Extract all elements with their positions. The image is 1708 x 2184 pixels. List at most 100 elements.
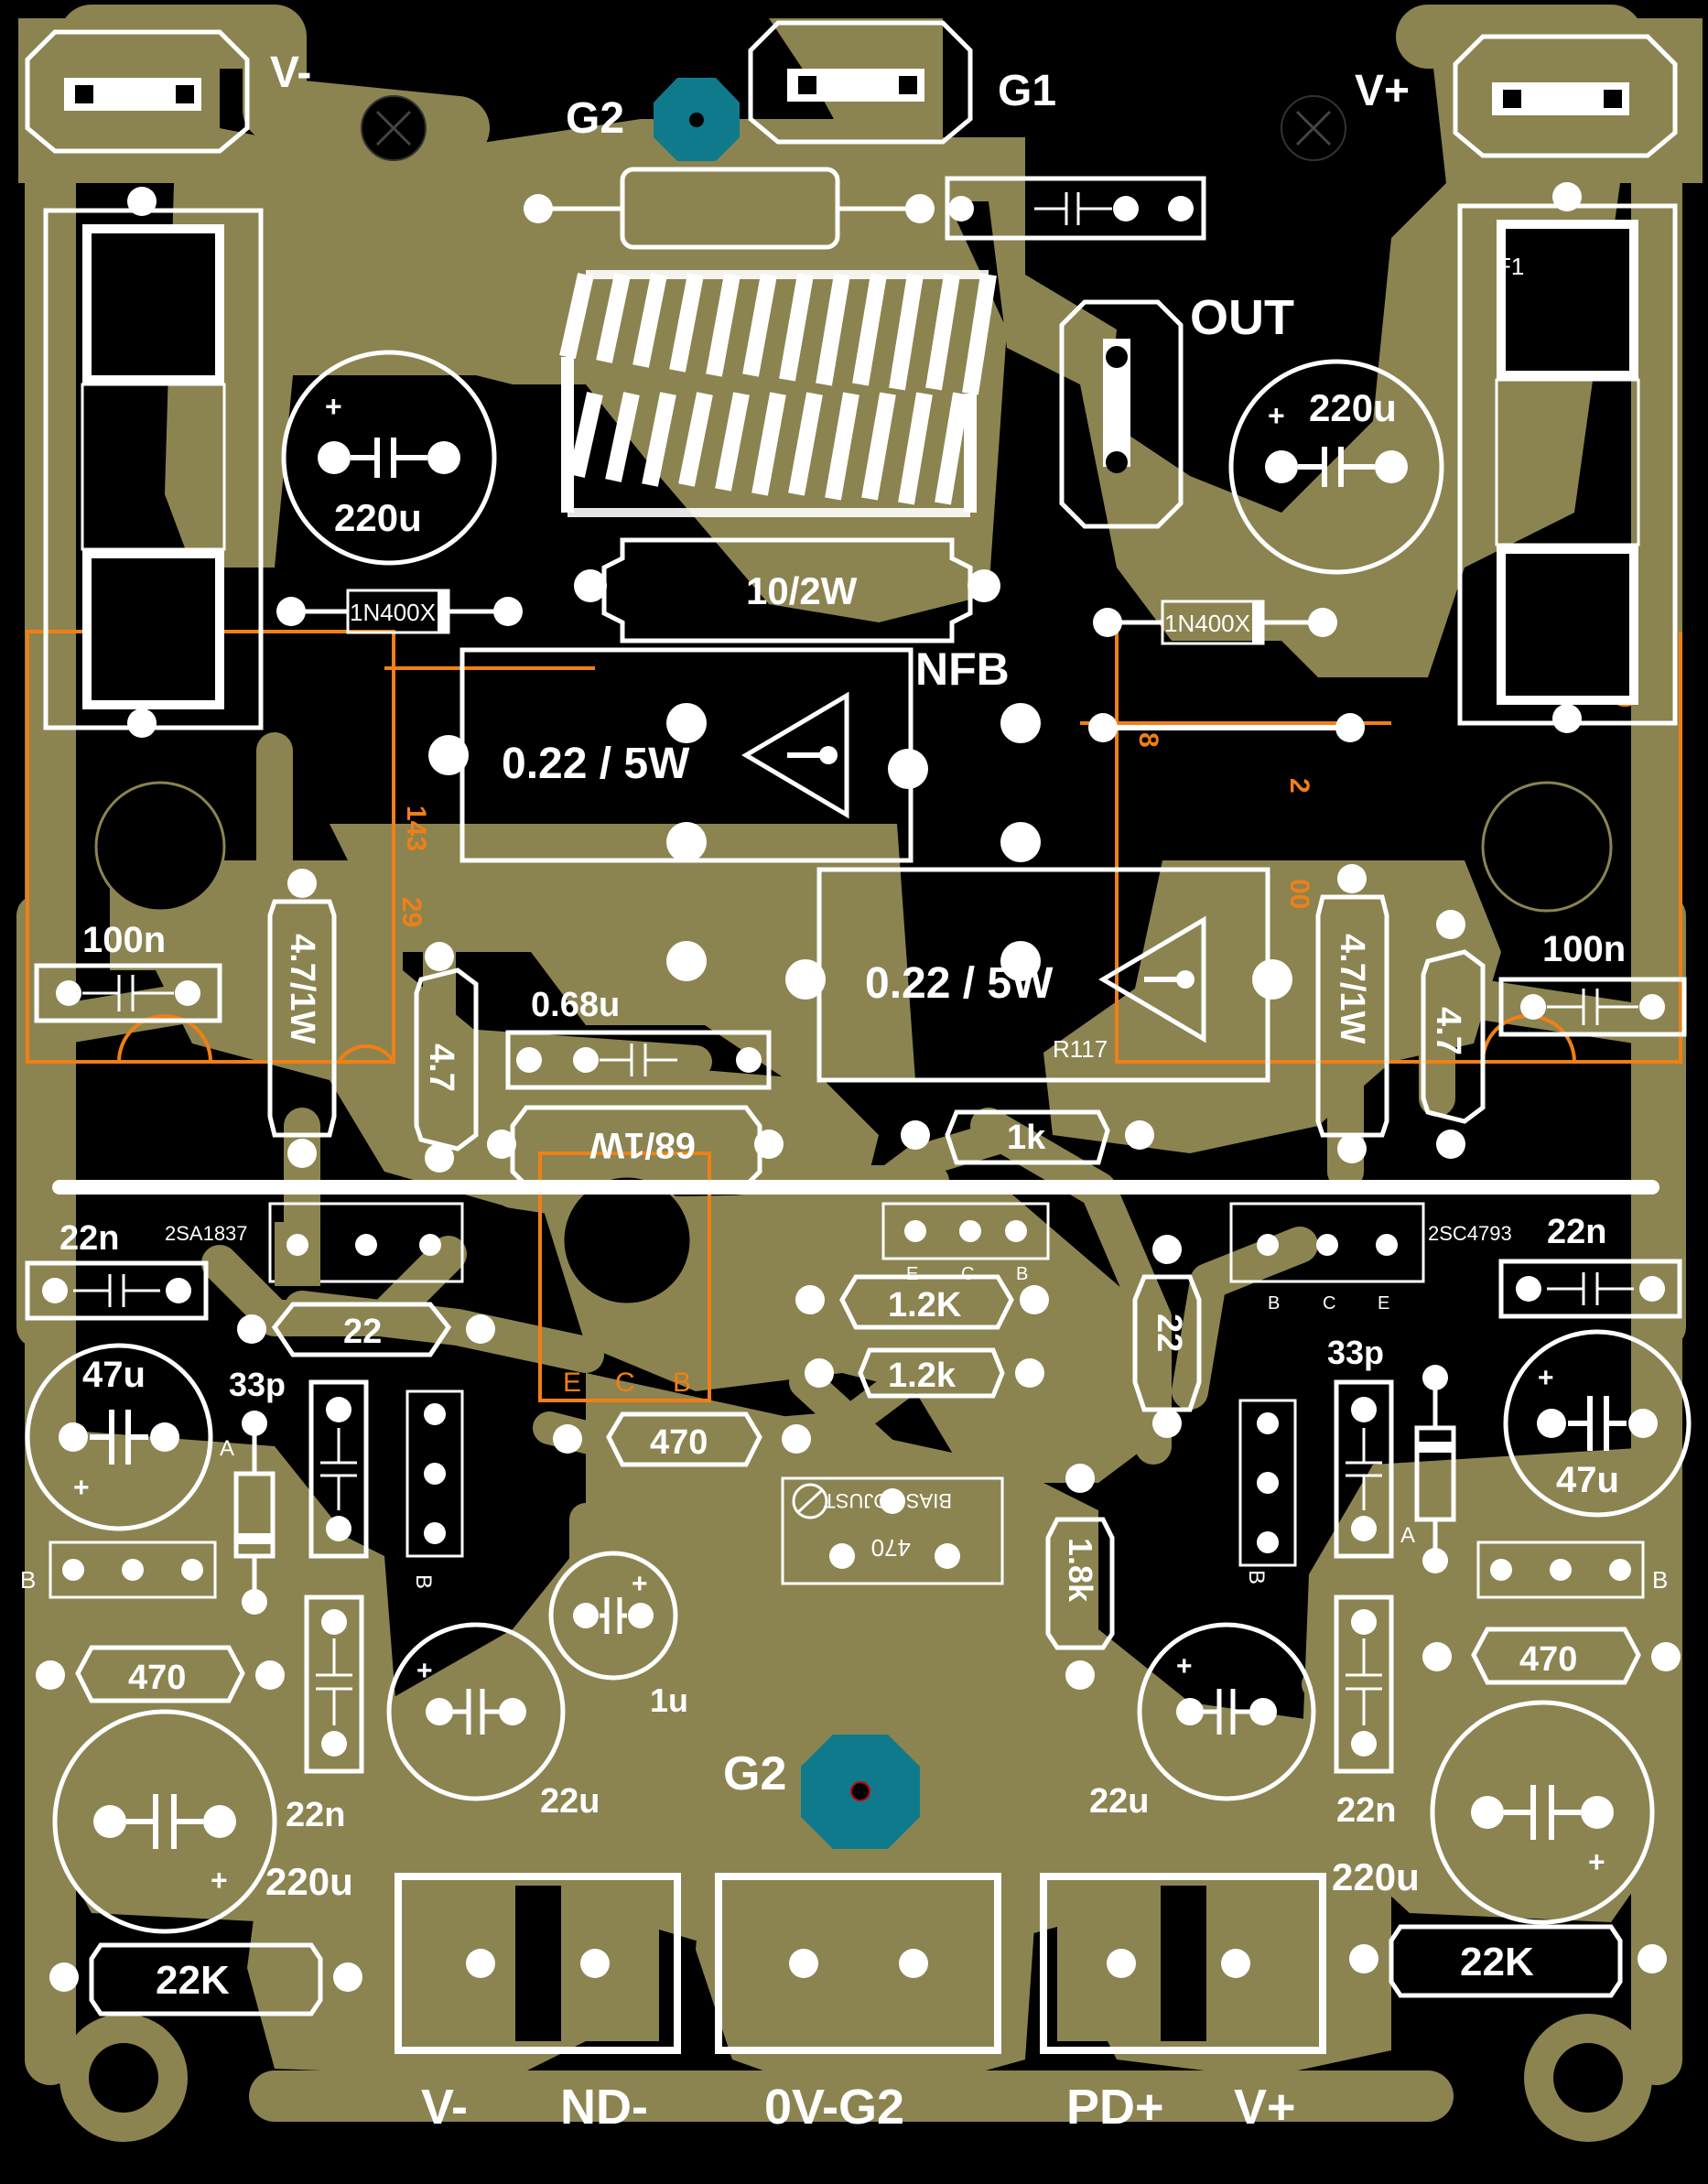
label-res-470-left: 470 [128,1659,186,1697]
label-cap-220u-left: 220u [334,496,422,539]
label-bottom-0v-g2: 0V-G2 [764,2080,904,2135]
resistor-22k-right: 22K [1349,1924,1667,1998]
capacitor-22u-left: + 22u [386,1622,600,1821]
pin-b-right-horz: B [1652,1566,1668,1594]
label-cap-100n-right: 100n [1542,929,1626,969]
bottom-connector-labels: V- ND- 0V-G2 PD+ V+ [421,2080,1296,2135]
resistor-022-upper: 0.22 / 5W [428,647,928,863]
resistor-47-left: 4.7 [414,942,479,1173]
resistor-12k-b: 1.2k [805,1347,1044,1399]
heatsink-hole-center [561,1174,693,1306]
label-cap-100n-left: 100n [82,920,166,960]
svg-text:B: B [1016,1264,1028,1284]
terminal-block-left [395,1873,681,2054]
via-g2-bottom: G2 [723,1735,920,1849]
resistor-022-lower: 0.22 / 5W R117 [666,867,1292,1083]
label-diode-left: 1N400X [350,599,436,626]
label-bottom-v-plus: V+ [1234,2080,1296,2135]
resistor-22-horizontal: 22 [237,1302,495,1357]
resistor-47-1w-left: 4.7/1W [267,869,337,1168]
label-res-12k-a: 1.2K [888,1286,962,1324]
transistor-2sc4793: 2SC4793 B C E [1229,1202,1512,1314]
capacitor-1u: + 1u [548,1551,688,1719]
diode-small-left: A [220,1411,276,1615]
label-res-47-1w-left: 4.7/1W [283,934,321,1044]
label-cap-220u-right: 220u [1309,386,1397,429]
transistor-small-right-horizontal: B [1476,1541,1668,1599]
pin-c-right: C [1323,1293,1335,1314]
label-res-10-2w: 10/2W [746,569,858,612]
svg-text:+: + [416,1656,433,1686]
label-trans-left: 2SA1837 [165,1222,248,1245]
resistor-22k-left: 22K [49,1942,362,2016]
mount-hole-cross-icon [1295,110,1332,146]
label-res-022-upper: 0.22 / 5W [502,740,690,788]
edge-label-00: 00 [1284,879,1314,909]
label-cap-47u-left: 47u [82,1355,146,1395]
label-cap-22u-left: 22u [540,1782,600,1821]
fuse-holder-left [43,187,264,738]
trimmer-knob-icon[interactable] [792,1483,828,1519]
label-cap-33p-right: 33p [1327,1334,1384,1371]
label-cap-47u-right: 47u [1556,1460,1619,1500]
connector-v-minus: V- [25,29,311,154]
capacitor-22n-lower-right: 22n [1334,1595,1396,1830]
diode-1n400x-left: 1N400X [276,589,523,634]
transistor-small-right-vertical: B [1238,1399,1297,1584]
capacitor-068u: 0.68u [505,986,772,1090]
resistor-47-1w-right: 4.7/1W [1315,864,1389,1163]
label-bottom-pd-plus: PD+ [1066,2080,1164,2135]
via-g2-top: G2 [566,78,740,161]
label-r117: R117 [1053,1035,1108,1063]
transistor-small-left-vertical: B [405,1389,464,1589]
label-bias-adjust: BIAS ADJUST [823,1489,952,1512]
label-res-22k-left: 22K [156,1958,230,2003]
svg-text:+: + [211,1864,228,1897]
heatsink-hole-right [1481,781,1613,913]
capacitor-220u-right: + 220u [1228,359,1444,575]
connector-v-plus: V+ [1355,34,1678,158]
mounting-holes [59,95,1652,2142]
pin-e-right: E [1378,1293,1389,1314]
label-cap-22u-right: 22u [1089,1782,1149,1821]
capacitor-47u-right: 47u + [1503,1329,1692,1518]
resistor-1k: 1k [901,1109,1154,1165]
label-res-12k-b: 1.2k [888,1357,957,1395]
label-v-plus: V+ [1355,67,1410,115]
label-bias-value: 470 [871,1534,911,1562]
svg-text:+: + [1538,1363,1554,1393]
diode-small-right: A [1400,1365,1456,1573]
svg-text:E: E [906,1264,918,1284]
label-g2-top: G2 [566,94,624,143]
connector-out: OUT [1059,290,1294,529]
pin-c-center: C [615,1368,635,1398]
label-diode-a-right: A [1400,1523,1415,1548]
svg-text:+: + [632,1569,648,1599]
label-diode-a-left: A [220,1436,234,1461]
capacitor-22u-right: + 22u [1089,1622,1316,1821]
transistor-small-left-horizontal: B [20,1541,217,1599]
label-diode-right: 1N400X [1164,610,1250,637]
label-res-022-lower: 0.22 / 5W [865,959,1054,1008]
capacitor-33p-right: 33p [1327,1334,1394,1559]
label-res-18k: 1.8k [1062,1538,1099,1603]
trimmer-bias-adjust[interactable]: BIAS ADJUST 470 [781,1476,1004,1585]
transistor-2sa1837: 2SA1837 [165,1202,464,1286]
label-res-47-right: 4.7 [1429,1007,1467,1055]
resistor-18k: 1.8k [1045,1464,1115,1690]
terminal-block-right [1040,1873,1326,2054]
resistor-22-vertical: 22 [1132,1235,1202,1438]
capacitor-100n-right: 100n [1498,929,1687,1037]
nfb-pads [1000,703,1365,862]
transistor-bd-center: E C B [881,1202,1050,1284]
edge-label-8: 8 [1133,732,1163,748]
label-g1: G1 [998,67,1056,115]
mount-hole-cross-icon [375,110,412,146]
pin-e-center: E [563,1368,581,1398]
resistor-47-right: 4.7 [1421,910,1486,1159]
label-g2-bottom: G2 [723,1747,786,1800]
fuse-holder-right: F1 [1457,182,1678,733]
pin-b-center: B [673,1368,691,1398]
resistor-10-2w: 10/2W [574,537,1000,643]
